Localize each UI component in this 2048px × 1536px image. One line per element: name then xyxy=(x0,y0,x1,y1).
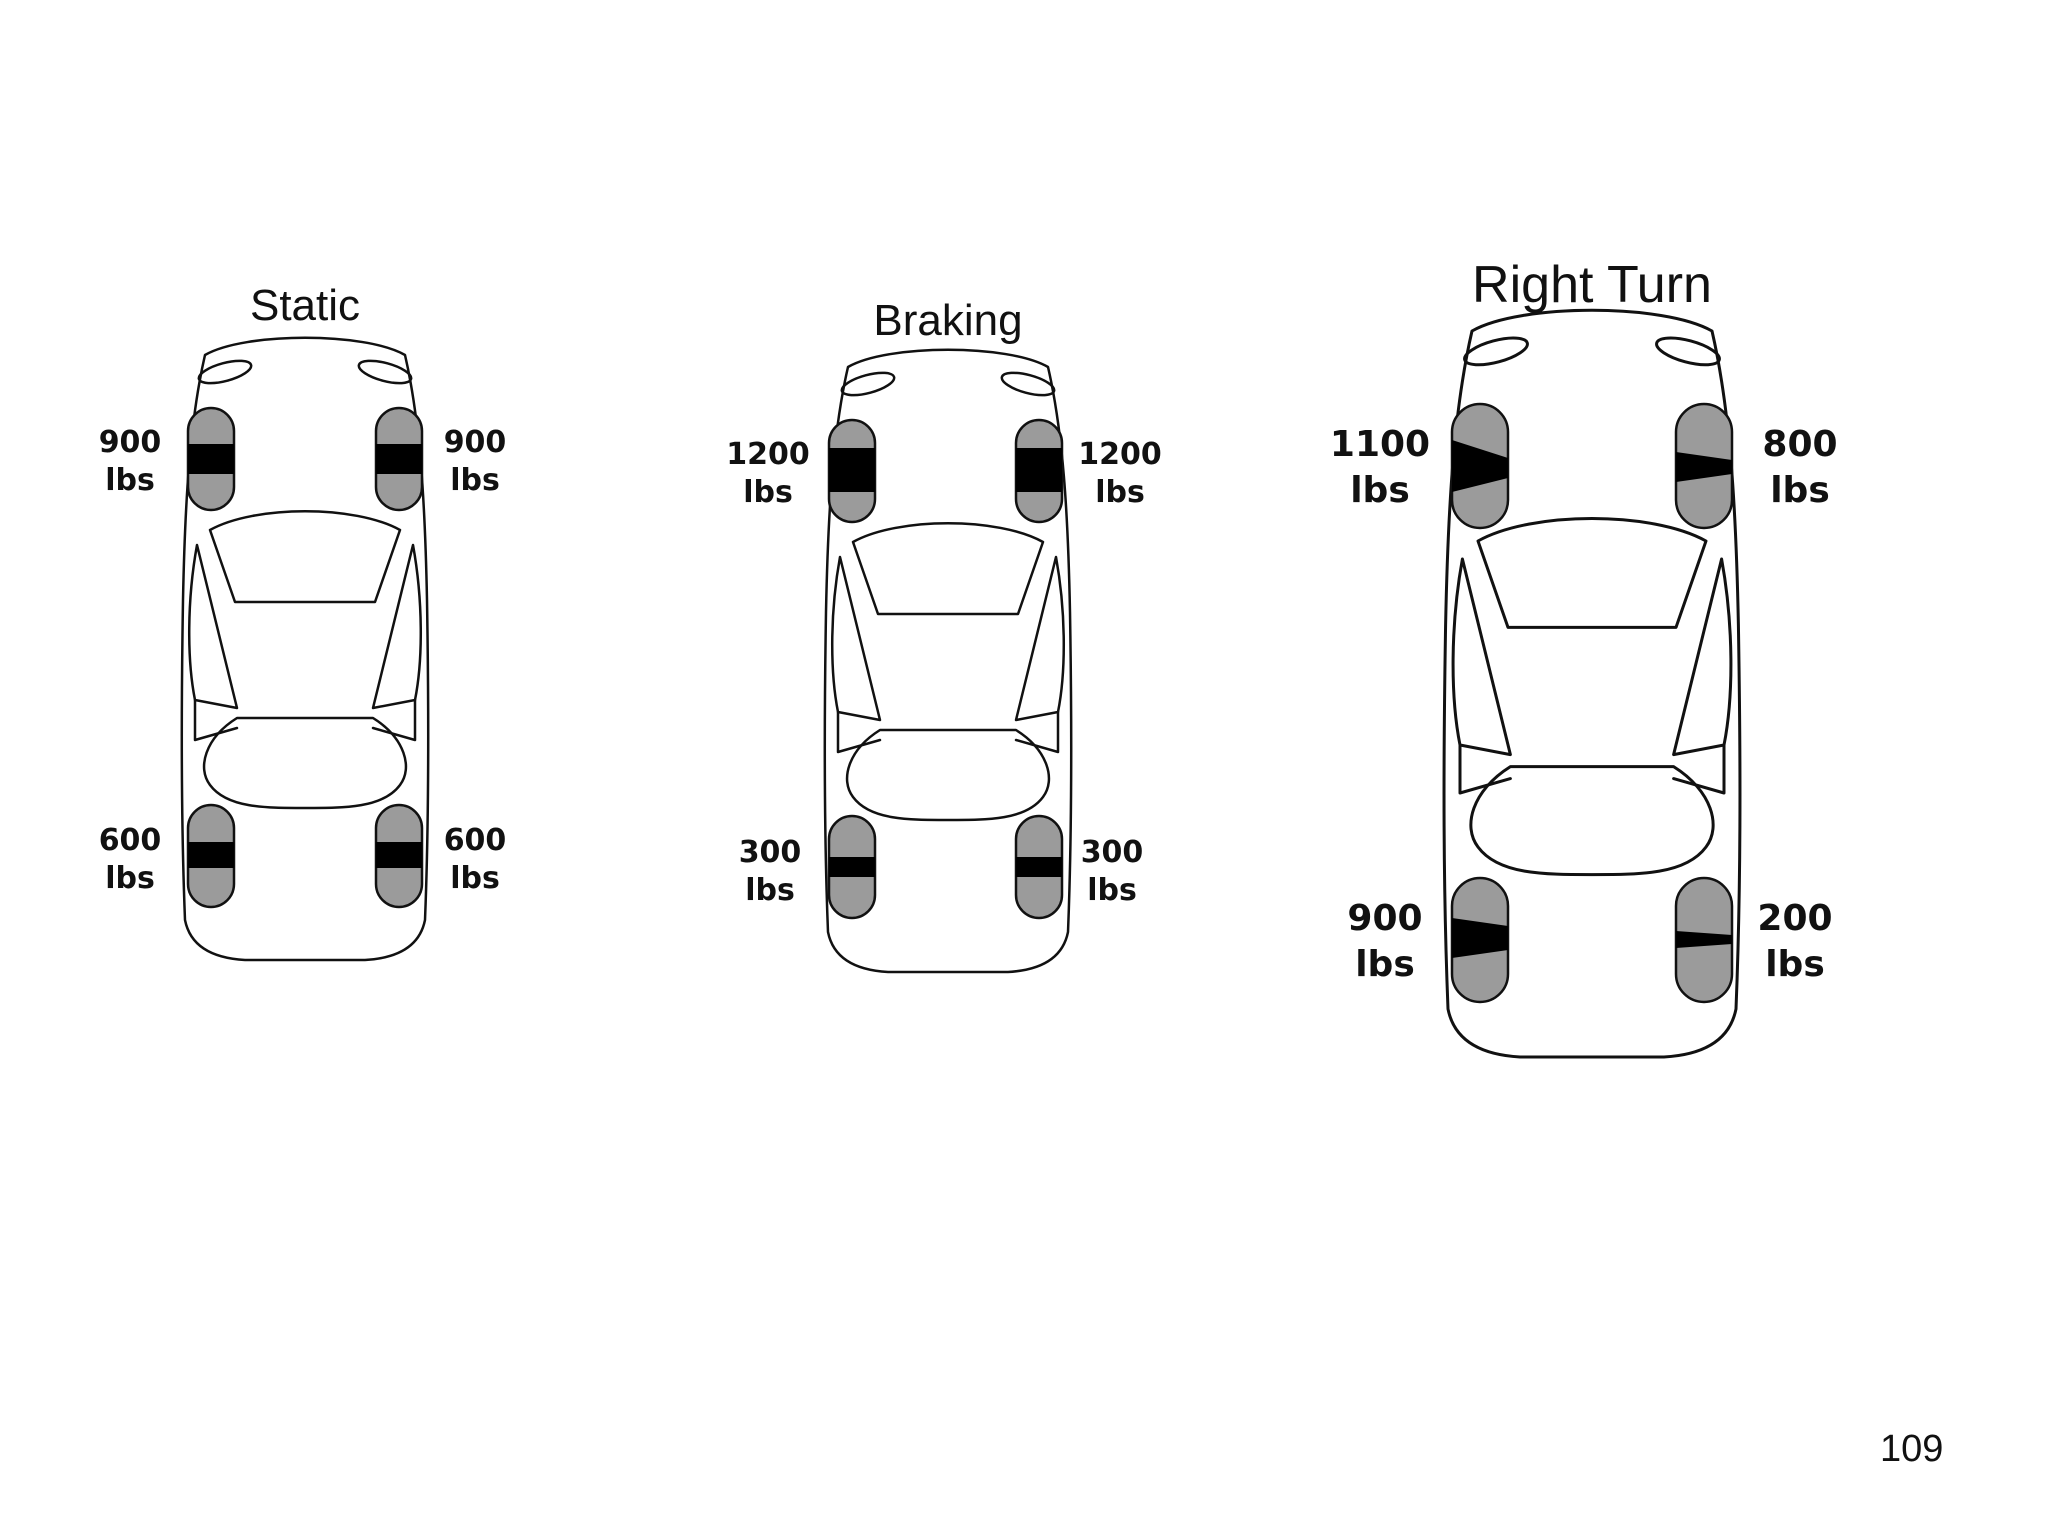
contact-patch xyxy=(188,842,234,868)
car-title: Static xyxy=(250,281,360,330)
wheel-rear-right: 300 lbs xyxy=(1014,814,1144,920)
load-value: 1200 xyxy=(1078,437,1162,472)
load-value: 600 xyxy=(444,823,507,858)
load-unit: lbs xyxy=(105,463,155,498)
load-unit: lbs xyxy=(1095,475,1145,510)
wheel-front-left: 1100 lbs xyxy=(1330,402,1510,530)
load-unit: lbs xyxy=(450,463,500,498)
wheel-rear-left: 900 lbs xyxy=(1347,876,1510,1004)
car-right-turn: Right Turn 1100 lbs 800 lbs 90 xyxy=(1330,256,1838,1059)
load-unit: lbs xyxy=(743,475,793,510)
load-unit: lbs xyxy=(1350,470,1410,511)
contact-patch xyxy=(1452,918,1508,958)
car-braking: Braking 1200 lbs 1200 lbs 300 xyxy=(726,296,1162,974)
load-value: 300 xyxy=(739,835,802,870)
wheel-rear-left: 600 lbs xyxy=(99,803,236,909)
wheel-front-left: 1200 lbs xyxy=(726,418,877,524)
car-body-outline xyxy=(823,348,1073,974)
car-title: Braking xyxy=(873,296,1022,345)
contact-patch xyxy=(1676,452,1732,482)
load-value: 900 xyxy=(1347,898,1422,939)
load-unit: lbs xyxy=(745,873,795,908)
load-value: 200 xyxy=(1757,898,1832,939)
load-unit: lbs xyxy=(1355,944,1415,985)
load-value: 900 xyxy=(99,425,162,460)
contact-patch xyxy=(1016,857,1062,877)
contact-patch xyxy=(188,444,234,474)
load-unit: lbs xyxy=(1770,470,1830,511)
wheel-front-left: 900 lbs xyxy=(99,406,236,512)
contact-patch xyxy=(376,444,422,474)
car-body-outline xyxy=(1442,308,1742,1059)
contact-patch xyxy=(1016,448,1062,492)
load-value: 1100 xyxy=(1330,424,1430,465)
load-value: 300 xyxy=(1081,835,1144,870)
wheel-rear-right: 200 lbs xyxy=(1674,876,1833,1004)
car-static: Static 900 lbs 900 lbs 600 xyxy=(99,281,507,962)
load-unit: lbs xyxy=(450,861,500,896)
wheel-front-right: 800 lbs xyxy=(1674,402,1838,530)
car-body-outline xyxy=(180,336,430,962)
load-unit: lbs xyxy=(105,861,155,896)
load-value: 600 xyxy=(99,823,162,858)
car-title: Right Turn xyxy=(1472,256,1712,314)
wheel-front-right: 1200 lbs xyxy=(1014,418,1162,524)
load-value: 900 xyxy=(444,425,507,460)
wheel-rear-right: 600 lbs xyxy=(374,803,507,909)
contact-patch xyxy=(829,448,875,492)
contact-patch xyxy=(829,857,875,877)
load-value: 1200 xyxy=(726,437,810,472)
contact-patch xyxy=(376,842,422,868)
load-unit: lbs xyxy=(1087,873,1137,908)
contact-patch xyxy=(1676,931,1732,948)
load-unit: lbs xyxy=(1765,944,1825,985)
contact-patch xyxy=(1452,440,1508,492)
wheel-rear-left: 300 lbs xyxy=(739,814,877,920)
wheel-front-right: 900 lbs xyxy=(374,406,507,512)
page-number: 109 xyxy=(1880,1428,1944,1470)
load-value: 800 xyxy=(1762,424,1837,465)
